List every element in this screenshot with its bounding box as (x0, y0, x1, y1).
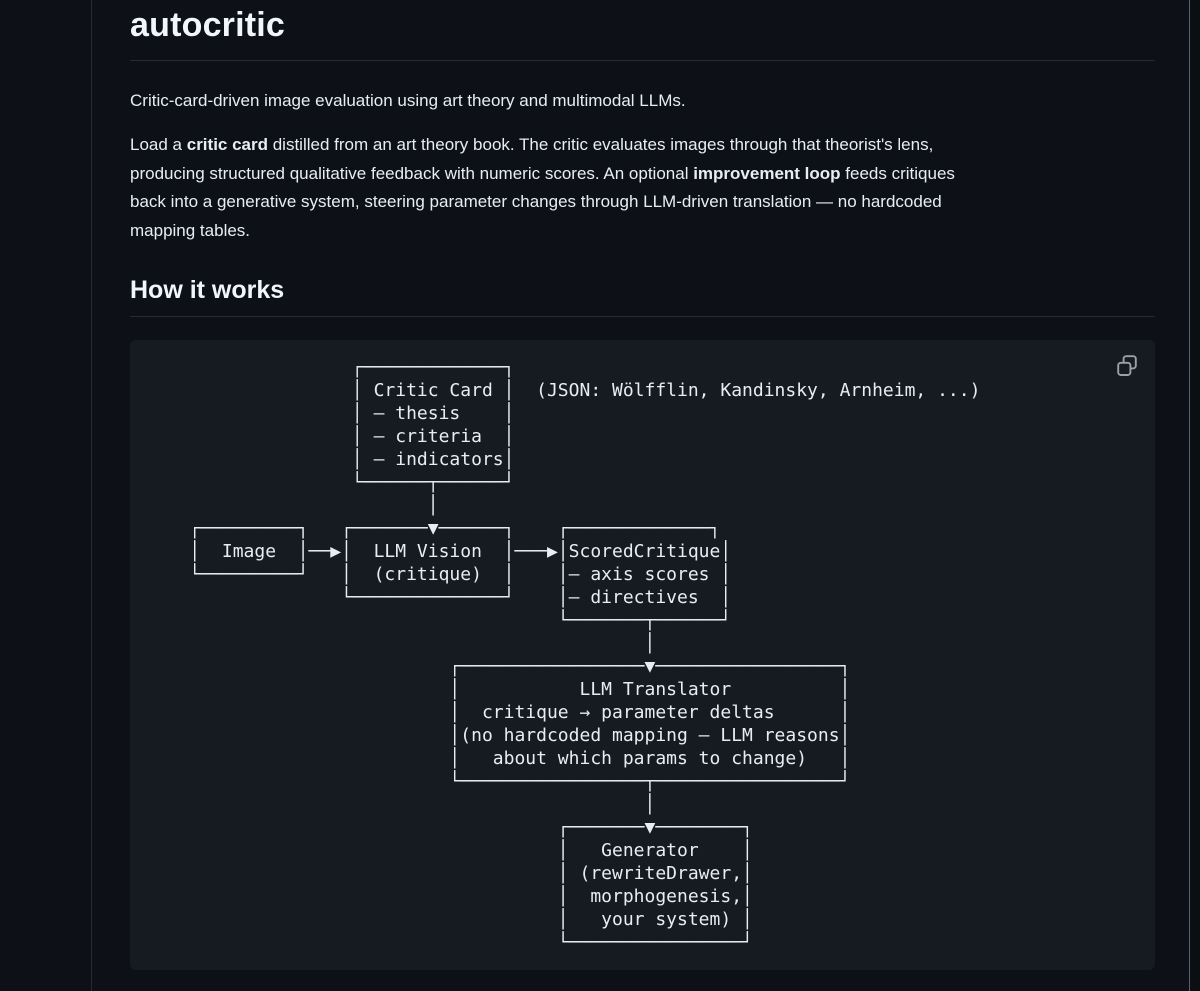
copy-icon (1115, 354, 1139, 378)
left-rail (0, 0, 92, 991)
ascii-pipeline-diagram: ┌─────────────┐ │ Critic Card │ (JSON: W… (189, 357, 981, 954)
bold-term: improvement loop (693, 163, 841, 183)
readme-content: autocritic Critic-card-driven image eval… (130, 0, 1155, 971)
scrollbar[interactable] (1189, 0, 1190, 991)
page-title: autocritic (130, 0, 1155, 61)
text-run: mapping tables. (130, 220, 251, 240)
bold-term: critic card (186, 135, 268, 154)
right-gutter (1190, 0, 1200, 991)
text-run: distilled from an art theory book. The c… (268, 135, 934, 154)
section-heading-how-it-works: How it works (130, 275, 1155, 318)
text-run: producing structured qualitative feedbac… (130, 163, 694, 183)
code-block: ┌─────────────┐ │ Critic Card │ (JSON: W… (130, 340, 1155, 971)
intro-paragraph: Critic-card-driven image evaluation usin… (130, 91, 686, 110)
text-run: Load a (130, 135, 187, 154)
text-run: feeds critiques (840, 163, 955, 183)
description-paragraph: Load a critic card distilled from an art… (130, 131, 1155, 245)
copy-button[interactable] (1113, 352, 1141, 380)
text-run: back into a generative system, steering … (130, 192, 942, 212)
